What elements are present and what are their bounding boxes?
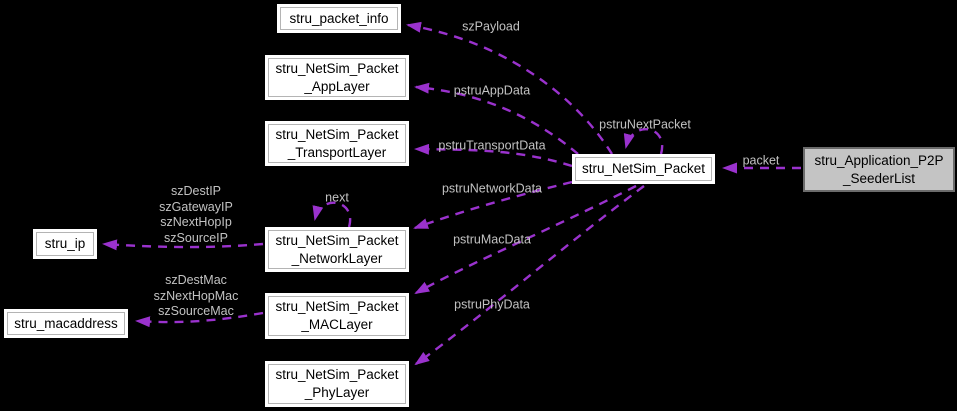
edge-szpayload <box>406 21 614 155</box>
node-stru-packet-info[interactable]: stru_packet_info <box>277 4 401 33</box>
edge-label-pstrumacdata: pstruMacData <box>453 232 531 247</box>
edge-label-pstruphydata: pstruPhyData <box>454 297 530 312</box>
edge-label-pstrunetworkdata: pstruNetworkData <box>441 181 543 196</box>
edge-pstrunetworkdata <box>413 180 573 230</box>
edge-label-packet: packet <box>742 153 780 168</box>
edge-label-szpayload: szPayload <box>462 19 520 34</box>
edge-pstruappdata <box>414 82 579 155</box>
node-stru-macaddress[interactable]: stru_macaddress <box>4 309 128 338</box>
edge-label-ip-fields: szDestIP szGatewayIP szNextHopIp szSourc… <box>159 184 233 245</box>
edge-next <box>312 201 352 228</box>
edge-pstrumacdata <box>414 184 637 295</box>
node-stru-netsim-packet-phylayer[interactable]: stru_NetSim_Packet _PhyLayer <box>265 361 409 407</box>
node-stru-netsim-packet-maclayer[interactable]: stru_NetSim_Packet _MACLayer <box>265 293 409 339</box>
node-stru-netsim-packet[interactable]: stru_NetSim_Packet <box>572 154 715 184</box>
edge-label-pstrunextpacket: pstruNextPacket <box>599 117 691 132</box>
edge-label-next: next <box>325 190 349 205</box>
edge-label-mac-fields: szDestMac szNextHopMac szSourceMac <box>153 272 239 318</box>
edge-label-pstruappdata: pstruAppData <box>453 83 531 98</box>
edge-ip-fields <box>102 239 264 251</box>
node-stru-netsim-packet-networklayer[interactable]: stru_NetSim_Packet _NetworkLayer <box>265 227 409 272</box>
node-stru-netsim-packet-applayer[interactable]: stru_NetSim_Packet _AppLayer <box>265 55 409 100</box>
edge-pstrunextpacket <box>623 128 664 155</box>
edge-mac-fields <box>135 311 264 328</box>
edge-pstrutransportdata <box>414 143 573 168</box>
node-stru-application-p2p-seederlist[interactable]: stru_Application_P2P _SeederList <box>803 147 955 192</box>
node-stru-ip[interactable]: stru_ip <box>33 229 97 259</box>
edge-label-pstrutransportdata: pstruTransportData <box>438 138 546 153</box>
node-stru-netsim-packet-transportlayer[interactable]: stru_NetSim_Packet _TransportLayer <box>265 121 409 166</box>
edge-pstruphydata <box>414 185 645 366</box>
